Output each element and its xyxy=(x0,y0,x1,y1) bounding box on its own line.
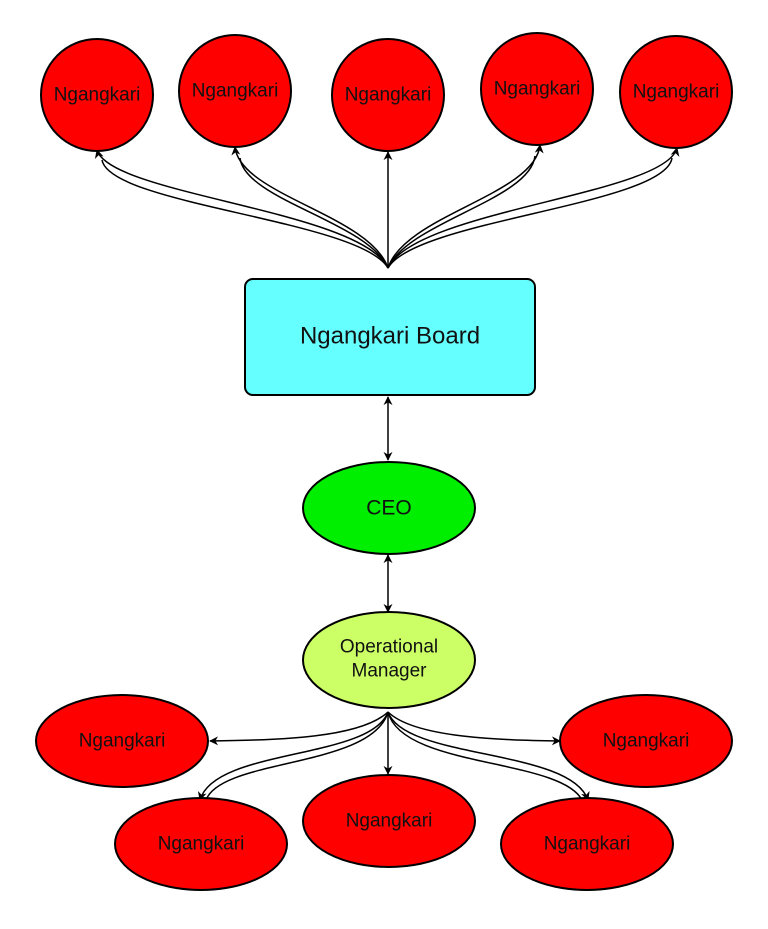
bottom-node-1-ellipse xyxy=(35,694,209,788)
top-node-2-label: Ngangkari xyxy=(192,81,279,102)
bottom-node-5-label: Ngangkari xyxy=(544,834,631,855)
ops-label-line2: Manager xyxy=(352,661,428,682)
ops-label-line1: Operational xyxy=(340,637,438,658)
ops-node: Operational Manager xyxy=(302,611,476,709)
top-node-1-label: Ngangkari xyxy=(54,85,141,106)
bottom-node-4: Ngangkari xyxy=(559,694,733,788)
top-node-2-circle xyxy=(178,34,292,148)
ops-to-bottom-edges xyxy=(197,711,590,801)
ceo-label: CEO xyxy=(366,497,412,520)
edge-board-top-5b xyxy=(387,157,673,269)
edge-ops-bottom-2b xyxy=(205,711,389,801)
bottom-node-5-ellipse xyxy=(500,797,674,891)
top-node-3-label: Ngangkari xyxy=(345,85,432,106)
bottom-node-2-ellipse xyxy=(114,797,288,891)
board-box xyxy=(244,278,536,396)
board-label: Ngangkari Board xyxy=(300,323,480,350)
edge-board-top-5 xyxy=(387,147,680,269)
bottom-node-3-ellipse xyxy=(302,774,476,868)
bottom-node-4-ellipse xyxy=(559,694,733,788)
ceo-node: CEO xyxy=(302,461,476,555)
bottom-node-5: Ngangkari xyxy=(500,797,674,891)
edge-ops-bottom-5 xyxy=(387,711,590,801)
bottom-node-3-label: Ngangkari xyxy=(346,811,433,832)
top-node-1-circle xyxy=(40,38,154,152)
top-node-5-circle xyxy=(619,35,733,149)
bottom-node-2-label: Ngangkari xyxy=(158,834,245,855)
top-node-2: Ngangkari xyxy=(178,34,292,148)
top-node-4-circle xyxy=(480,32,594,146)
bottom-node-4-label: Ngangkari xyxy=(603,731,690,752)
edge-board-top-4b xyxy=(387,155,536,269)
top-node-3-circle xyxy=(331,38,445,152)
bottom-node-3: Ngangkari xyxy=(302,774,476,868)
bottom-node-1-label: Ngangkari xyxy=(79,731,166,752)
top-node-5: Ngangkari xyxy=(619,35,733,149)
board-to-top-edges xyxy=(94,144,680,269)
edge-ops-bottom-1 xyxy=(209,711,389,746)
top-node-5-label: Ngangkari xyxy=(633,82,720,103)
bottom-node-1: Ngangkari xyxy=(35,694,209,788)
board-node: Ngangkari Board xyxy=(244,278,536,396)
edge-board-top-2b xyxy=(239,157,389,269)
edge-ops-bottom-5b xyxy=(387,711,583,801)
edge-board-top-1b xyxy=(101,159,389,269)
top-node-3: Ngangkari xyxy=(331,38,445,152)
ceo-ellipse xyxy=(302,461,476,555)
edge-ops-bottom-4 xyxy=(387,711,561,746)
top-node-4-label: Ngangkari xyxy=(494,79,581,100)
ops-ellipse xyxy=(302,611,476,709)
top-node-1: Ngangkari xyxy=(40,38,154,152)
top-node-4: Ngangkari xyxy=(480,32,594,146)
edge-ops-bottom-2 xyxy=(197,711,389,801)
edge-board-top-1 xyxy=(94,149,389,269)
bottom-node-2: Ngangkari xyxy=(114,797,288,891)
